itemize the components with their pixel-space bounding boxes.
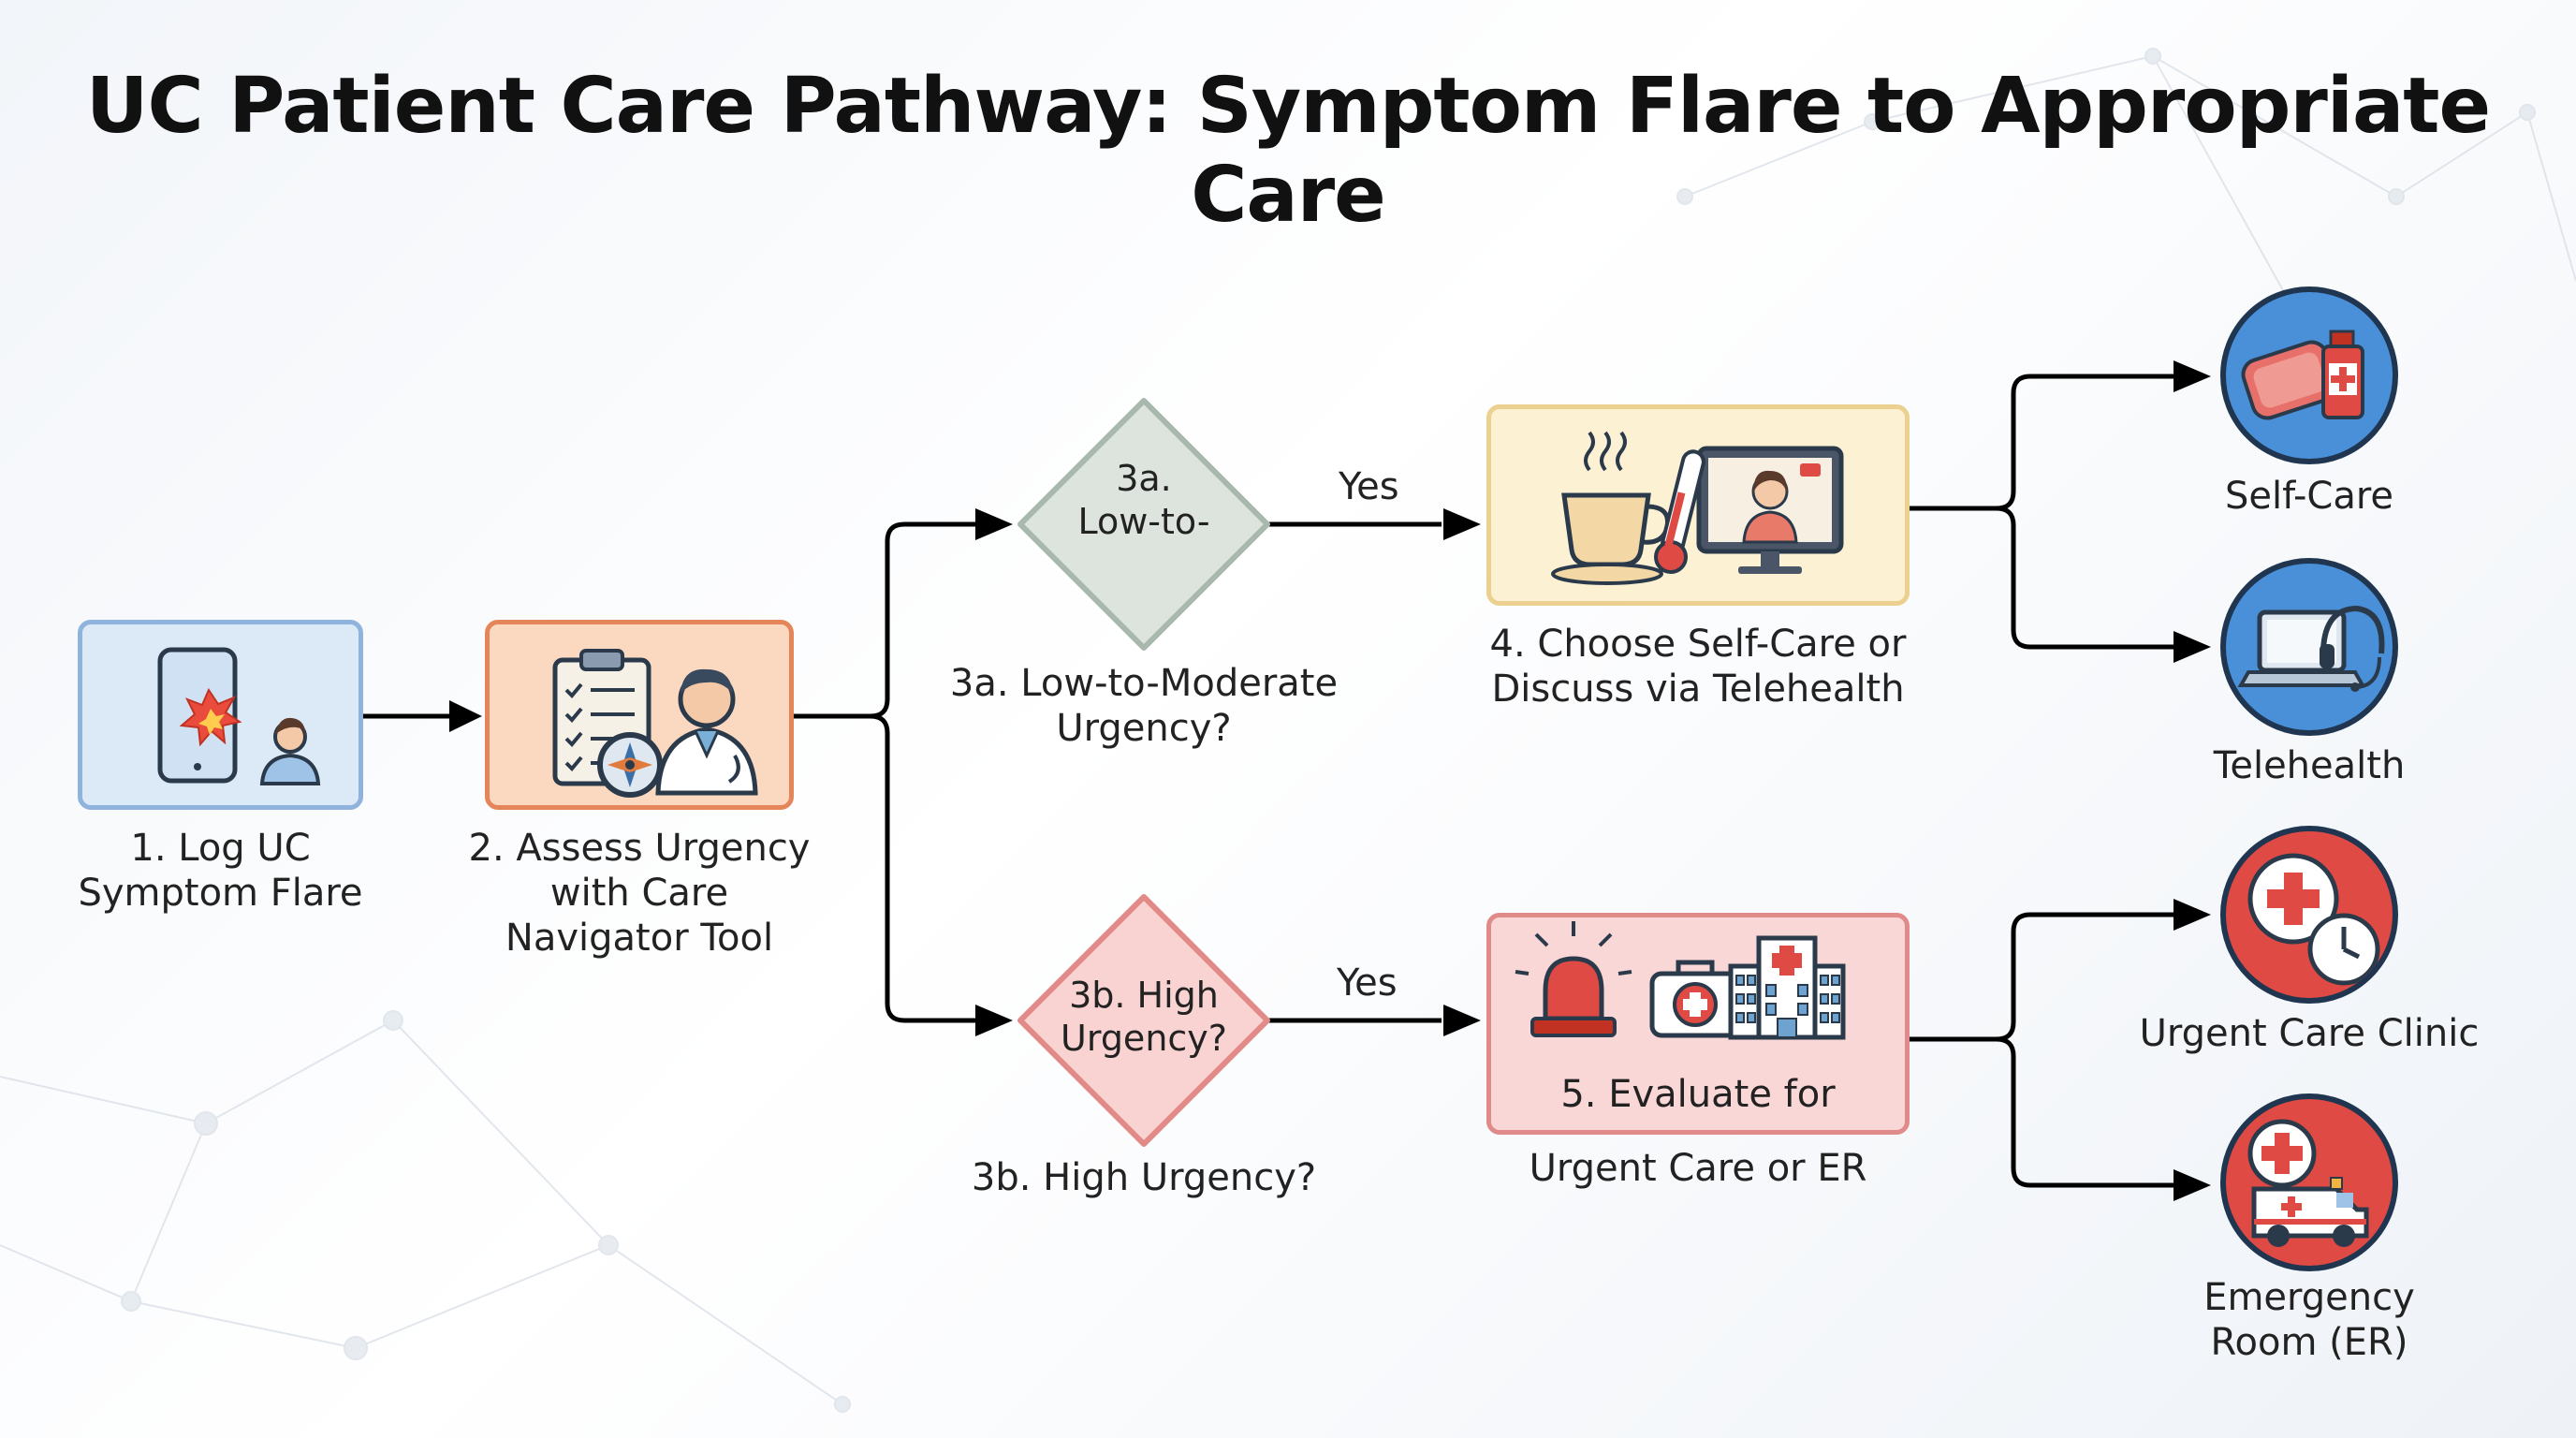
telehealth-circle [2220,558,2398,736]
step4-box [1486,404,1910,606]
telehealth-label: Telehealth [2213,744,2406,787]
arrow-4-selfcare [1910,374,2097,511]
edge-label-yes-top: Yes [1339,465,1399,508]
ambulance-icon [2247,1119,2369,1247]
step2-box [485,620,794,810]
decision-3b-diamond [1017,894,1270,1147]
edge-label-yes-bottom: Yes [1337,961,1398,1005]
step5-box: 5. Evaluate for [1486,913,1910,1135]
tea-telehealth-icon [1551,431,1844,585]
er-circle [2220,1093,2398,1271]
medical-cross-clock-icon [2247,853,2380,986]
self-care-label: Self-Care [2224,475,2394,518]
step5-inner-label: 5. Evaluate for [1560,1073,1836,1116]
decision-3a-inner-text: 3a.Low-to- [1077,458,1210,542]
urgent-care-circle [2220,826,2398,1004]
page-title: UC Patient Care Pathway: Symptom Flare t… [85,62,2491,240]
arrow-5-er [1996,1036,2097,1188]
laptop-headset-icon [2237,605,2385,692]
clipboard-doctor-icon [552,649,758,798]
step1-box [78,620,363,810]
arrow-5-urgentcare [1910,912,2097,1042]
arrow-2-3b [870,713,973,1023]
decision-3b-label: 3b. High Urgency? [971,1156,1317,1199]
self-care-circle [2220,286,2398,464]
medicine-kit-icon [2241,330,2364,420]
urgent-care-label: Urgent Care Clinic [2139,1012,2480,1055]
phone-flare-icon [157,647,321,785]
alarm-medkit-hospital-icon [1515,921,1846,1040]
arrow-4-telehealth [1996,506,2097,650]
step5-label: Urgent Care or ER [1529,1147,1867,1190]
decision-3a-diamond [1017,398,1270,651]
